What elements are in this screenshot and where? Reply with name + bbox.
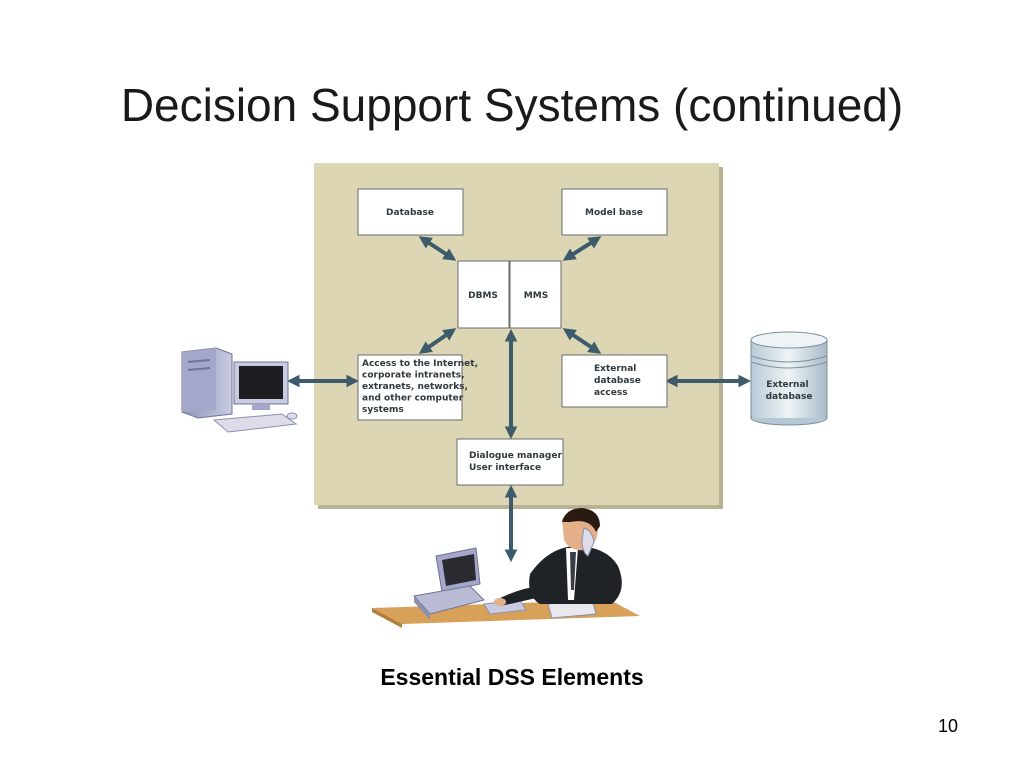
box-database: Database <box>357 188 464 236</box>
access-label-line: and other computer <box>362 394 464 404</box>
access-label-line: Access to the Internet, <box>362 359 478 369</box>
svg-text:DBMS: DBMS <box>468 291 498 301</box>
box-mms: MMS <box>509 260 562 329</box>
box-model-base: Model base <box>561 188 668 236</box>
page-number: 10 <box>937 716 958 736</box>
arrow-database-dbms <box>418 236 457 261</box>
database-label: Database <box>386 208 434 218</box>
svg-text:External database: External database <box>766 380 813 402</box>
svg-text:Model base: Model base <box>585 208 643 218</box>
external-access-label-line: database <box>594 376 641 386</box>
access-label-line: corporate intranets, <box>362 371 465 381</box>
figure-caption: Essential DSS Elements <box>380 664 644 690</box>
access-label-line: extranets, networks, <box>362 382 468 392</box>
external-database-label-line: External <box>766 380 808 390</box>
external-database-label-line: database <box>766 392 813 402</box>
svg-text:Database: Database <box>386 208 434 218</box>
dialogue-label-line: User interface <box>469 463 541 473</box>
arrow-modelbase-mms <box>562 236 602 261</box>
desktop-computer-icon <box>181 347 298 433</box>
dialogue-label-line: Dialogue manager <box>469 451 562 461</box>
model-base-label: Model base <box>585 208 643 218</box>
svg-text:Dialogue manager User in: Dialogue manager User interface <box>469 451 565 473</box>
dbms-label: DBMS <box>468 291 498 301</box>
mms-label: MMS <box>524 291 548 301</box>
arrow-mms-external-access <box>562 328 602 354</box>
box-dbms: DBMS <box>457 260 510 329</box>
svg-text:Access to the Internet,: Access to the Internet, corporate intran… <box>362 359 481 415</box>
arrows <box>286 236 752 563</box>
external-access-label-line: External <box>594 364 636 374</box>
slide-title: Decision Support Systems (continued) <box>120 79 904 131</box>
access-label-line: systems <box>362 405 404 415</box>
external-database-icon: External database <box>750 331 828 426</box>
arrow-dbms-access <box>418 328 457 354</box>
box-dialogue: Dialogue manager User interface <box>456 438 565 486</box>
box-access: Access to the Internet, corporate intran… <box>357 354 481 421</box>
box-external-access: External database access <box>561 354 668 408</box>
svg-text:External database: External database access <box>594 364 644 398</box>
external-access-label-line: access <box>594 388 628 398</box>
user-at-desk-icon <box>372 508 640 628</box>
svg-text:MMS: MMS <box>524 291 548 301</box>
